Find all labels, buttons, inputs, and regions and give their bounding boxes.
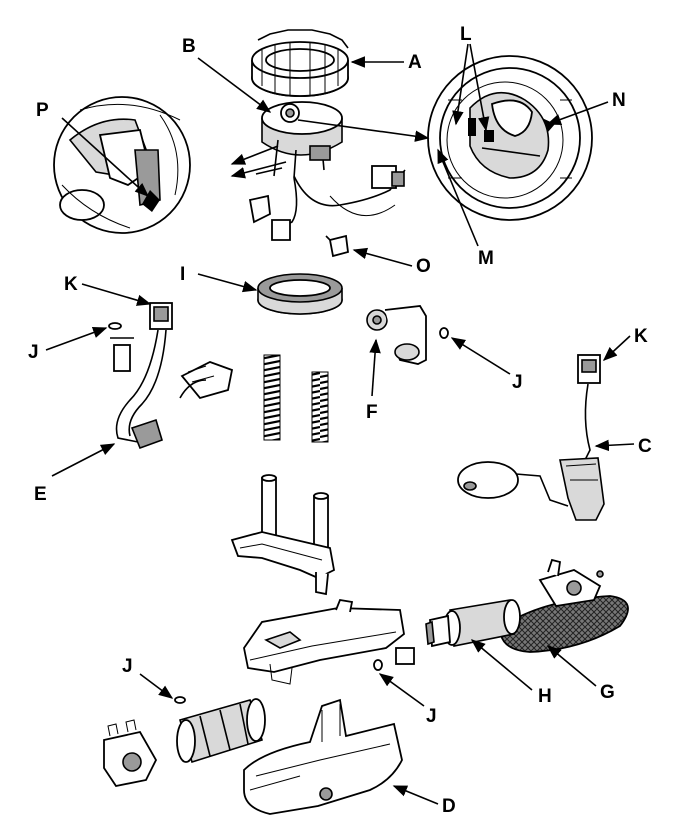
callout-l: L [460,24,472,45]
callout-f: F [366,402,378,423]
bushings [373,647,415,671]
callout-o: O [416,256,431,277]
leader-lines [45,43,635,805]
wire-harness-e [110,302,234,450]
locking-ring [251,29,349,97]
callout-c: C [638,436,652,457]
flange-top-view [427,55,593,221]
callout-k-right: K [634,326,648,347]
callout-n: N [612,90,626,111]
o-ring-j-left [108,322,122,330]
callout-a: A [408,52,422,73]
callout-m: M [478,248,494,269]
guide-bracket [230,474,336,596]
callout-j-mid: J [426,706,437,727]
springs [263,354,329,443]
callout-labels: A B P L N M O I K J E F J K C G H J J D [28,24,652,817]
callout-e: E [34,484,47,505]
callout-g: G [600,682,615,703]
callout-h: H [538,686,552,707]
lower-filter-cage [103,696,266,788]
upper-housing [243,598,405,685]
detail-view-p [53,96,191,234]
base-gasket [257,273,343,315]
callout-i: I [180,264,185,285]
pump-flange-assembly [248,101,406,241]
callout-j-right: J [512,372,523,393]
fuel-strainer [499,558,629,653]
pressure-regulator [366,305,427,365]
fuel-level-sender [457,354,605,521]
clip-o [325,234,349,258]
o-ring-j-right [439,327,449,339]
callout-b: B [182,36,196,57]
callout-k-left: K [64,274,78,295]
callout-j-bottom: J [122,656,133,677]
callout-d: D [442,796,456,817]
fuel-pump-motor [425,599,521,648]
callout-j-left: J [28,342,39,363]
fuel-reservoir [243,698,403,815]
callout-p: P [36,100,49,121]
